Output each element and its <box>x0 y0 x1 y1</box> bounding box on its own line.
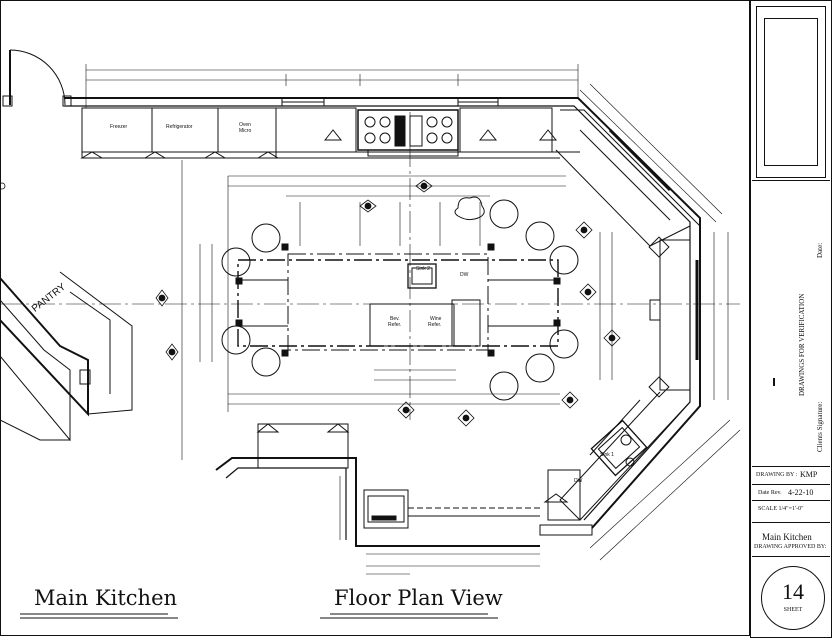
title-block-divider <box>752 500 830 501</box>
title-block-divider <box>752 484 830 485</box>
drawing-title-right: Floor Plan View <box>334 586 503 610</box>
date-rev-label: Date Rev. <box>758 490 782 496</box>
bev-refer-label-2: Refer. <box>388 322 402 328</box>
freezer-label: Freezer <box>110 124 128 130</box>
micro-label: Micro <box>239 128 252 134</box>
verification-label: DRAWINGS FOR VERIFICATION <box>798 293 806 396</box>
title-block-divider <box>752 466 830 467</box>
signature-mark <box>773 378 775 386</box>
project-name: Main Kitchen <box>762 532 812 542</box>
wine-refer-label-2: Refer. <box>428 322 442 328</box>
date-rev-value: 4-22-10 <box>788 488 814 497</box>
wine-refer-label: Wine <box>430 316 442 322</box>
bev-refer-label: Bev. <box>390 316 400 322</box>
corner-dw-label: DW <box>574 478 583 484</box>
oven-label: Oven <box>239 122 251 128</box>
drawing-by-value: KMP <box>800 470 818 479</box>
sheet-number-circle: 14 SHEET <box>761 566 825 630</box>
floor-plan-drawing <box>0 0 750 636</box>
drawing-title-left: Main Kitchen <box>34 586 178 610</box>
title-block-divider <box>752 522 830 523</box>
signature-label: Clients Signature: <box>816 401 824 452</box>
island-sink-label: Sink 2 <box>416 266 430 272</box>
title-block-inner-frame <box>764 18 818 166</box>
refrigerator-label: Refrigerator <box>166 124 193 130</box>
drawing-by-label: DRAWING BY : <box>756 472 798 478</box>
title-block-divider <box>752 556 830 557</box>
corner-sink-label: Sink 1 <box>600 452 614 458</box>
sheet-number: 14 <box>782 579 804 604</box>
scale-label: SCALE 1/4"=1'-0" <box>758 506 804 512</box>
date-label: Date: <box>816 242 824 258</box>
title-block-divider <box>752 180 830 181</box>
sheet-label: SHEET <box>783 607 803 613</box>
approved-by-label: DRAWING APPROVED BY: <box>754 544 827 550</box>
island-dw-label: DW <box>460 272 469 278</box>
